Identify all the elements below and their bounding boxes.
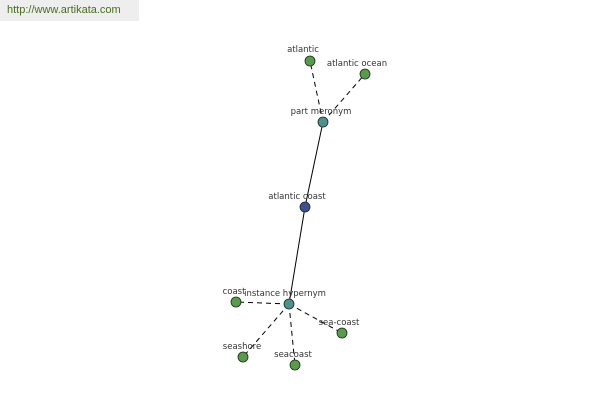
node-part-meronym[interactable] [317,116,329,128]
node-label-atlantic-coast[interactable]: atlantic coast [268,192,326,202]
node-instance-hypernym[interactable] [283,298,295,310]
node-seacoast[interactable] [289,359,301,371]
node-label-seacoast[interactable]: seacoast [274,350,312,360]
node-seashore[interactable] [237,351,249,363]
edge-instance-hypernym-to-sea-coast [288,303,343,334]
node-coast[interactable] [230,296,242,308]
node-label-seashore[interactable]: seashore [223,342,261,352]
edges-layer [235,60,366,366]
node-label-instance-hypernym[interactable]: instance hypernym [244,289,326,299]
nodes-layer [230,55,371,371]
node-label-atlantic[interactable]: atlantic [287,45,319,55]
edge-atlantic-coast-to-part-meronym [304,121,324,208]
node-atlantic[interactable] [304,55,316,67]
edge-instance-hypernym-to-seacoast [288,303,296,366]
node-atlantic-ocean[interactable] [359,68,371,80]
node-atlantic-coast[interactable] [299,201,311,213]
edge-atlantic-coast-to-instance-hypernym [288,206,306,305]
labels-layer: atlantic atlantic ocean part meronym atlant… [223,45,388,360]
edge-instance-hypernym-to-seashore [242,303,290,358]
node-label-atlantic-ocean[interactable]: atlantic ocean [327,59,387,69]
node-label-coast[interactable]: coast [223,287,247,297]
edge-part-meronym-to-atlantic-ocean [322,73,366,123]
node-sea-coast[interactable] [336,327,348,339]
edge-instance-hypernym-to-coast [235,301,290,305]
site-url-text[interactable]: http://www.artikata.com [7,4,121,16]
edge-part-meronym-to-atlantic [309,60,324,123]
node-label-part-meronym[interactable]: part meronym [291,107,352,117]
node-label-sea-coast[interactable]: sea-coast [319,318,360,328]
site-url-banner[interactable]: http://www.artikata.com [0,0,139,21]
